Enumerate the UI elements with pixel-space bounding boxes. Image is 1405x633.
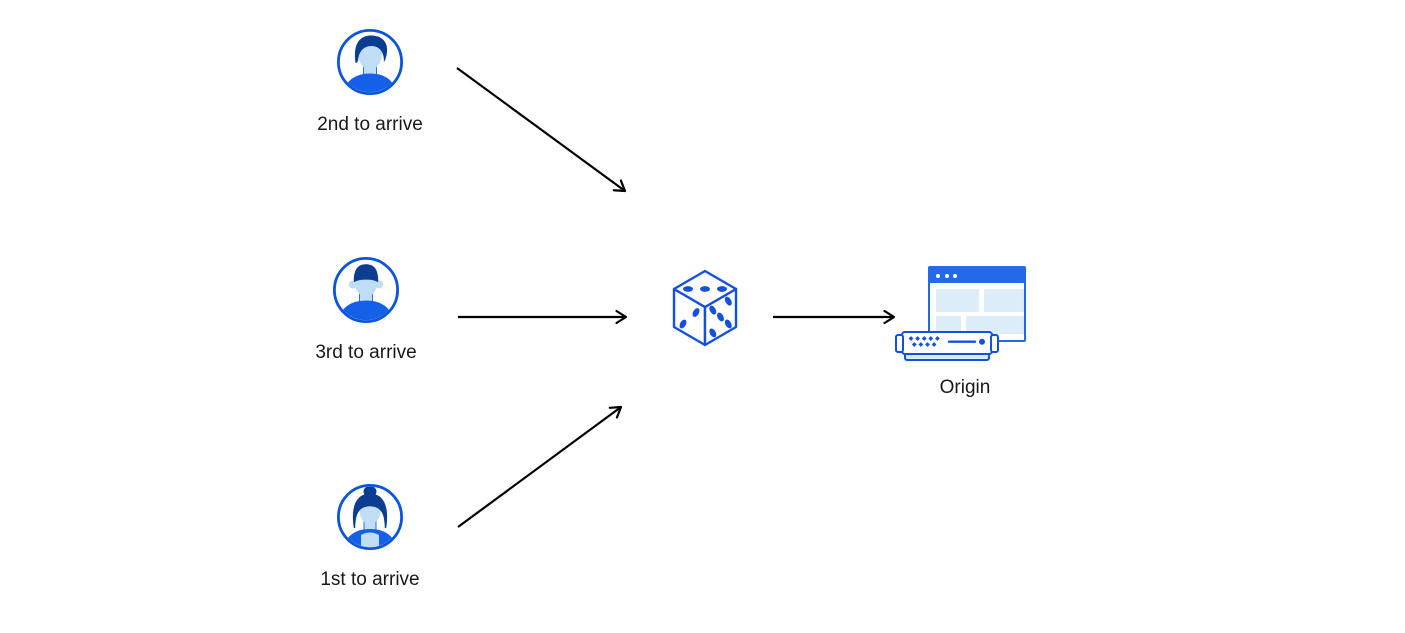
- window-dot: [953, 273, 957, 278]
- man-flat-hair-avatar-icon: [332, 256, 400, 324]
- content-placeholder: [984, 289, 1024, 312]
- man-swept-hair-avatar-icon: [336, 28, 404, 96]
- browser-window-icon: [928, 266, 1026, 342]
- woman-bun-hair-avatar-icon: [336, 483, 404, 551]
- server-icon: [895, 331, 999, 365]
- origin-label: Origin: [939, 377, 991, 398]
- server-body: [901, 331, 993, 355]
- arrow-second-to-dice: [456, 67, 627, 193]
- arrow-first-to-dice: [457, 405, 623, 528]
- dice-icon: [672, 269, 738, 347]
- browser-titlebar: [930, 268, 1024, 283]
- client-group-first: 1st to arrive: [295, 482, 445, 591]
- window-dot: [936, 273, 940, 278]
- server-front-detail: [908, 336, 985, 347]
- client-group-second: 2nd to arrive: [295, 27, 445, 136]
- client-group-third: 3rd to arrive: [291, 255, 441, 364]
- client-label: 2nd to arrive: [317, 114, 423, 135]
- window-dot: [944, 273, 949, 278]
- content-placeholder: [936, 289, 979, 312]
- dice-pips: [679, 286, 732, 338]
- server-left-cap: [895, 333, 904, 353]
- content-placeholder: [936, 316, 961, 334]
- client-label: 1st to arrive: [320, 569, 420, 590]
- server-right-cap: [990, 333, 999, 353]
- content-placeholder: [966, 316, 1024, 334]
- client-label: 3rd to arrive: [315, 342, 417, 363]
